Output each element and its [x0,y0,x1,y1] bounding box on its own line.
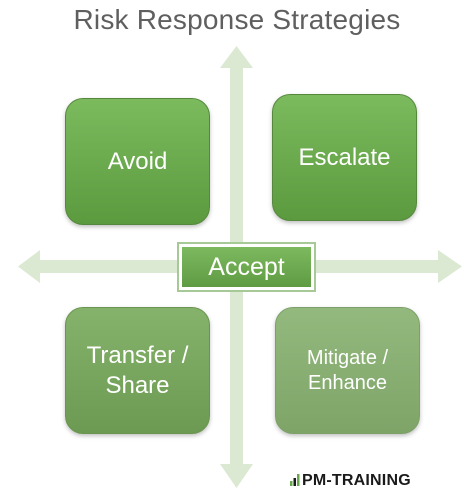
mitigate-label-line1: Mitigate / [306,346,389,369]
down-arrowhead-icon [220,464,253,488]
transfer-label-line2: Share [105,371,170,399]
right-arrowhead-icon [438,250,462,283]
escalate-box: Escalate [272,94,417,221]
left-arrowhead-icon [18,250,40,283]
avoid-label: Avoid [107,147,168,175]
mitigate-label-line2: Enhance [308,371,387,394]
transfer-label-line1: Transfer / [86,341,189,369]
transfer-share-box: Transfer / Share [65,307,210,434]
avoid-box: Avoid [65,98,210,225]
mitigate-enhance-box: Mitigate / Enhance [275,307,420,434]
pm-training-logo-icon [290,474,300,486]
accept-label: Accept [208,252,285,281]
escalate-label: Escalate [298,143,391,171]
up-arrowhead-icon [220,46,253,68]
brand-text: PM-TRAINING [302,472,411,489]
brand-logo: PM-TRAINING [290,472,411,490]
page-title: Risk Response Strategies [73,4,401,35]
accept-box: Accept [177,242,316,292]
